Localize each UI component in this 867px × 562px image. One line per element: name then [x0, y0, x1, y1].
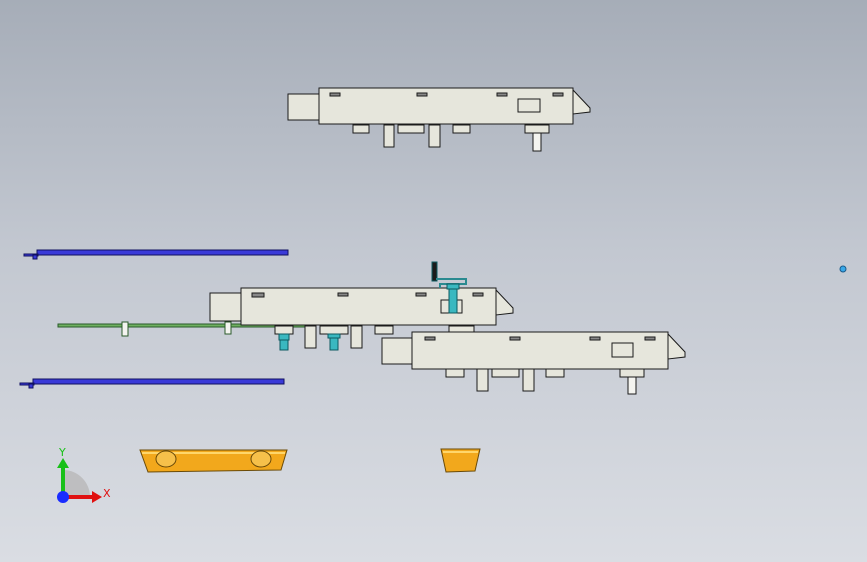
y-axis-arrow [57, 458, 69, 468]
y-axis-label: Y [58, 446, 66, 459]
mold-body-top[interactable] [287, 87, 591, 152]
x-axis-label: X [103, 487, 111, 500]
fitting-center[interactable] [327, 333, 341, 351]
origin-point[interactable] [839, 265, 847, 273]
rail-upper[interactable] [23, 249, 289, 260]
fitting-left[interactable] [278, 333, 290, 351]
tray-wide[interactable] [139, 449, 288, 473]
reference-triad: Y X [57, 446, 111, 503]
x-axis-arrow [92, 491, 102, 503]
rail-lower[interactable] [19, 378, 285, 389]
tray-small[interactable] [440, 448, 481, 473]
mold-body-right[interactable] [381, 331, 686, 395]
fitting-top[interactable] [431, 261, 467, 314]
z-axis-dot [57, 491, 69, 503]
